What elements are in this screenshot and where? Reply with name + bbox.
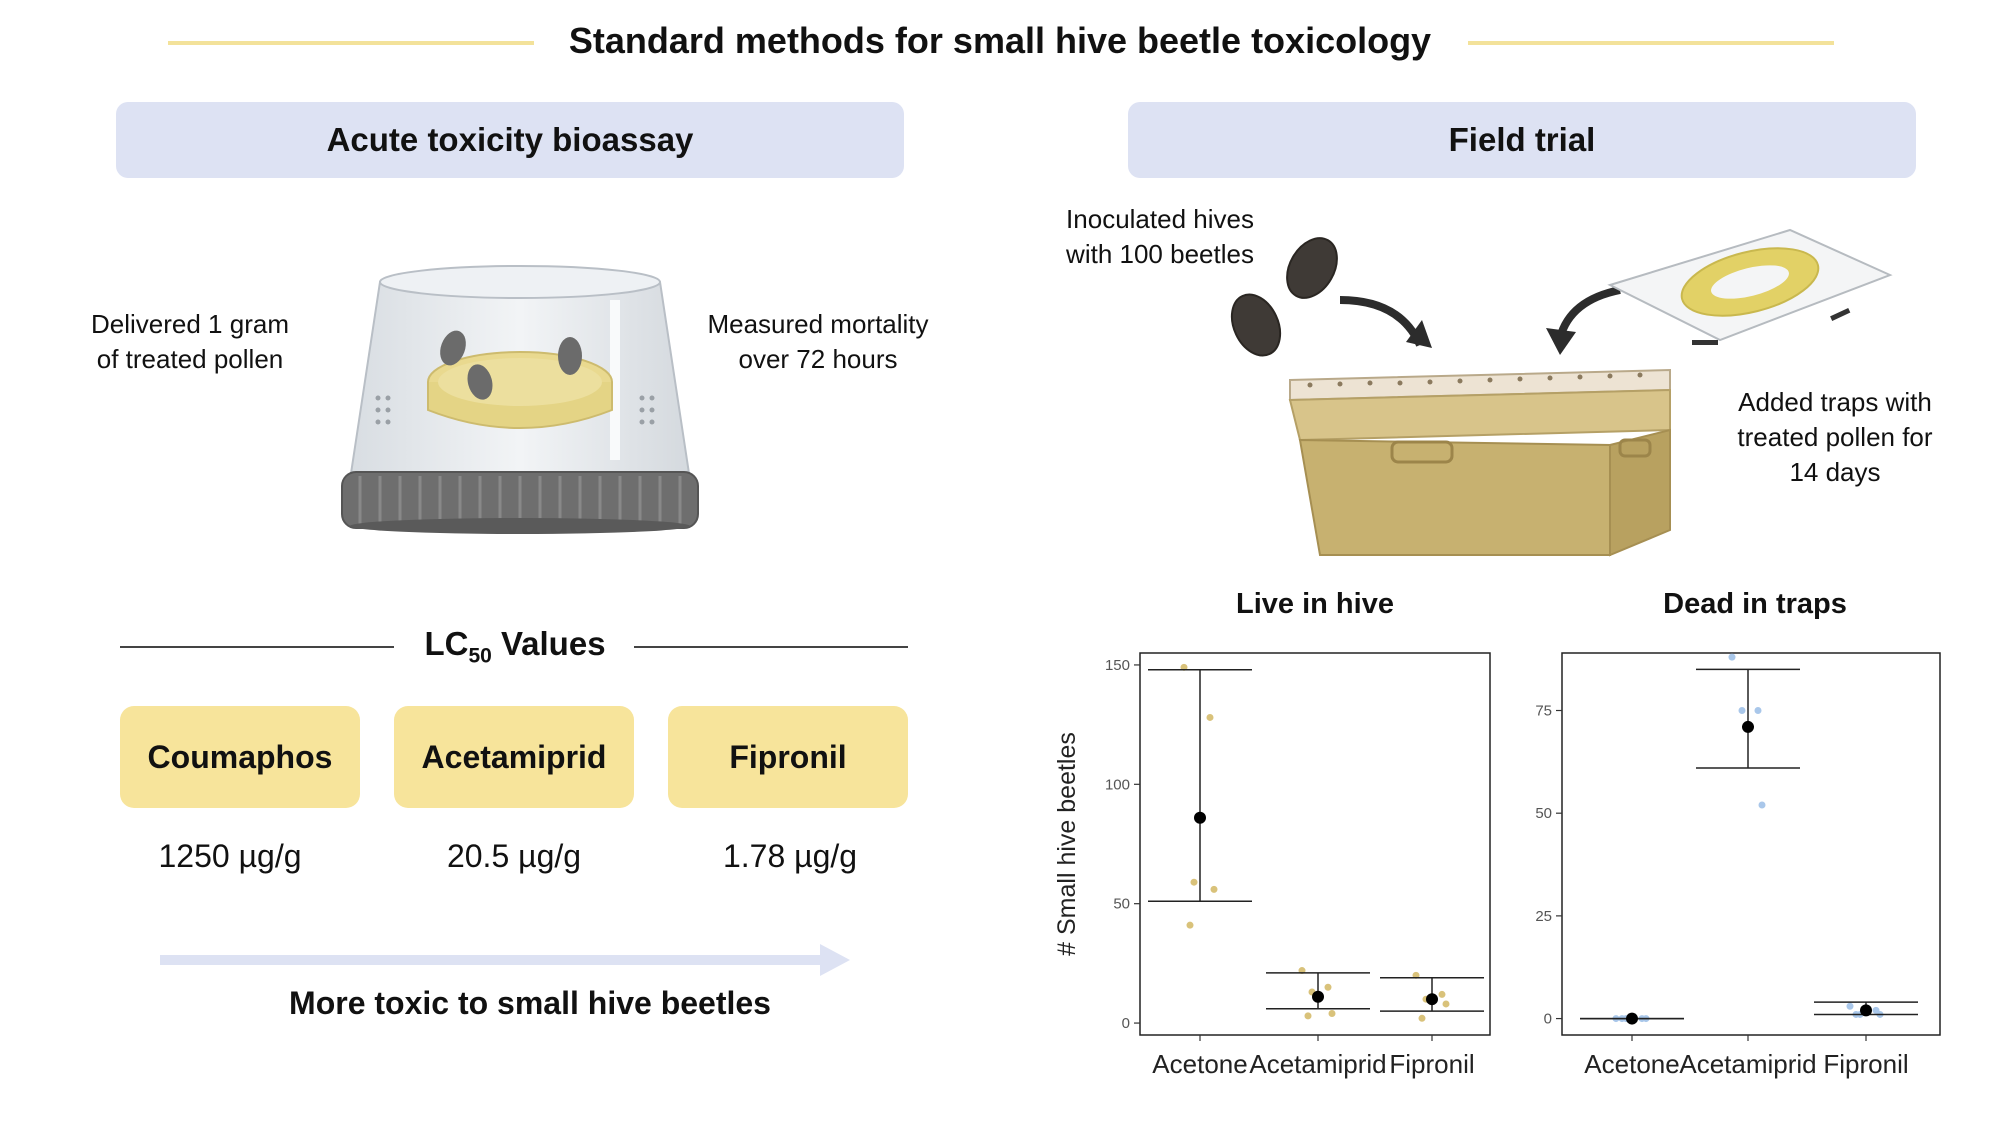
caption-line: 14 days [1789,457,1881,487]
caption-line: Inoculated hives [1066,204,1254,234]
mean-point [1626,1012,1638,1025]
x-tick-label: Acetone [1584,1049,1679,1079]
y-tick-label: 50 [1535,805,1552,822]
page-title: Standard methods for small hive beetle t… [568,20,1432,61]
caption-inoculated-hives: Inoculated hives with 100 beetles [1050,202,1270,272]
x-tick-label: Fipronil [1389,1049,1474,1079]
data-point [1754,707,1762,715]
lc-divider-right [634,646,908,648]
acute-bioassay-header: Acute toxicity bioassay [116,102,904,178]
mean-point [1742,720,1754,733]
compound-fipronil: Fipronil [668,706,908,808]
data-point [1190,878,1198,886]
data-point [1210,885,1218,893]
x-tick-label: Fipronil [1823,1049,1908,1079]
y-tick-label: 75 [1535,703,1552,720]
plot-frame [1561,652,1941,1036]
compound-acetamiprid: Acetamiprid [394,706,634,808]
toxicity-arrow [160,944,850,976]
data-point [1738,707,1746,715]
data-point [1206,713,1214,721]
mean-point [1194,811,1206,824]
x-tick-label: Acetamiprid [1679,1049,1816,1079]
x-tick-label: Acetamiprid [1249,1049,1386,1079]
y-tick-label: 25 [1535,908,1552,925]
data-point [1418,1014,1426,1022]
lc50-title: LC50 Values [390,625,640,669]
caption-line: Added traps with [1738,387,1932,417]
caption-line: Measured mortality [707,309,929,339]
toxicity-arrow-label: More toxic to small hive beetles [289,985,771,1021]
data-point [1758,801,1766,809]
caption-line: over 72 hours [738,344,898,374]
x-tick-label: Acetone [1152,1049,1247,1079]
beetle-icon [1230,237,1338,357]
compound-coumaphos: Coumaphos [120,706,360,808]
caption-line: with 100 beetles [1066,239,1254,269]
data-point [1442,1000,1450,1008]
bioassay-cup-illustration [341,265,699,534]
lc-value-fipronil: 1.78 µg/g [722,838,858,874]
caption-line: treated pollen for [1737,422,1933,452]
y-tick-label: 100 [1105,776,1130,793]
field-trial-header: Field trial [1128,102,1916,178]
title-decoration-right [1468,41,1834,45]
data-point [1324,983,1332,991]
y-tick-label: 0 [1122,1015,1130,1032]
data-point [1304,1012,1312,1020]
mean-point [1860,1004,1872,1017]
y-tick-label: 150 [1105,657,1130,674]
data-point [1846,1002,1854,1010]
mean-point [1312,990,1324,1003]
caption-delivered-pollen: Delivered 1 gram of treated pollen [60,307,320,377]
caption-added-traps: Added traps with treated pollen for 14 d… [1710,385,1960,490]
caption-line: Delivered 1 gram [91,309,289,339]
lc-divider-left [120,646,394,648]
data-point [1186,921,1194,929]
field-trial-illustration [1230,228,1893,557]
lc-title-suffix: Values [491,625,606,662]
lc-value-acetamiprid: 20.5 µg/g [446,838,582,874]
lc-title-text: LC [424,625,469,662]
data-point [1728,653,1736,661]
y-tick-label: 0 [1544,1011,1552,1028]
lc-title-subscript: 50 [468,644,492,668]
y-axis-label: # Small hive beetles [1053,732,1081,956]
lc-value-coumaphos: 1250 µg/g [158,838,302,874]
title-decoration-left [168,41,534,45]
data-point [1328,1010,1336,1018]
y-tick-label: 50 [1113,896,1130,913]
chart-title-live: Live in hive [1236,588,1394,620]
caption-line: of treated pollen [96,344,284,374]
chart-title-dead: Dead in traps [1663,588,1847,620]
data-point [1438,990,1446,998]
caption-measured-mortality: Measured mortality over 72 hours [688,307,948,377]
mean-point [1426,993,1438,1006]
plot-frame [1139,652,1491,1036]
